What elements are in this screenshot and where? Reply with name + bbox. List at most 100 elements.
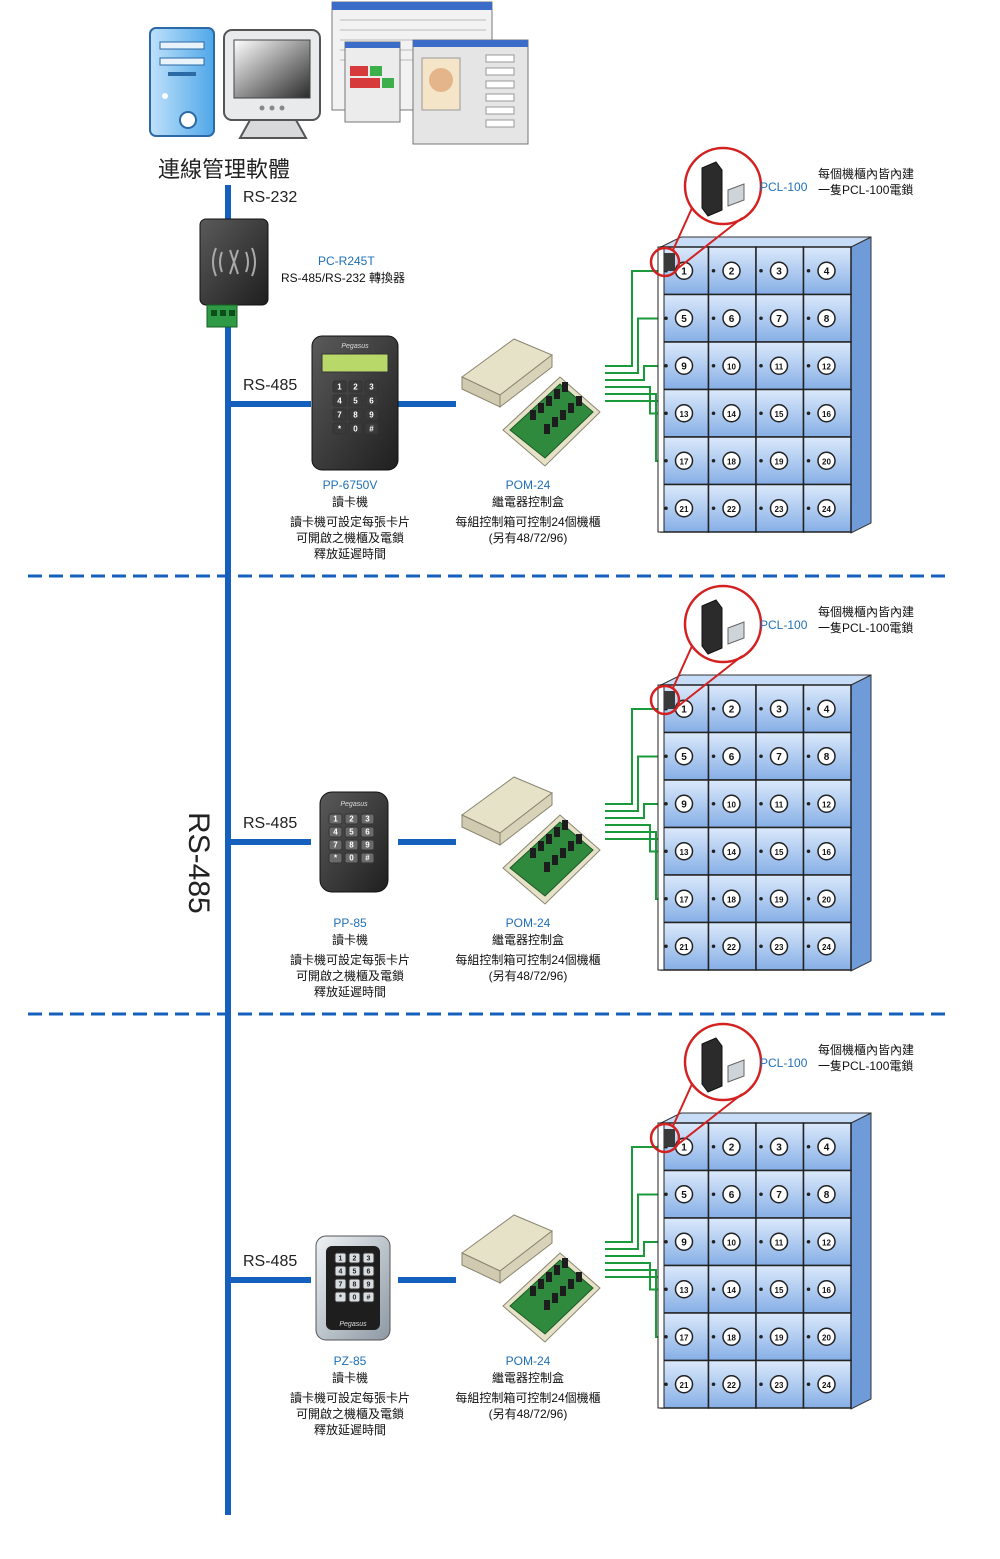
locker-number: 5 (681, 1190, 687, 1201)
keypad-key (332, 380, 347, 393)
locker-number: 15 (775, 848, 784, 857)
keypad-key-label: 0 (353, 1295, 357, 1302)
relay-control-box-icon (461, 1214, 601, 1343)
keypad-key-label: 6 (367, 1269, 371, 1276)
relay-type: 繼電器控制盒 (491, 495, 564, 509)
keypad-key-label: 7 (339, 1282, 343, 1289)
locker-number: 14 (727, 848, 736, 857)
locker-number: 9 (681, 361, 687, 372)
converter-model: PC-R245T (318, 254, 375, 268)
rs485-branch (231, 839, 311, 845)
relay-desc-line: 每組控制箱可控制24個機櫃 (455, 953, 601, 967)
lock-note-line: 一隻PCL-100電鎖 (818, 1059, 914, 1073)
locker-number: 23 (775, 943, 784, 952)
converter-desc: RS-485/RS-232 轉換器 (281, 271, 406, 285)
keypad-key-label: * (339, 1295, 342, 1302)
locker-number: 9 (681, 799, 687, 810)
lock-strike-icon (727, 1059, 745, 1083)
rs485-branch-label: RS-485 (243, 377, 298, 394)
locker-number: 8 (824, 1190, 830, 1201)
relay-to-locker-wires (605, 270, 661, 510)
keypad-key-label: 1 (337, 383, 342, 392)
keypad-key (348, 1252, 361, 1264)
keypad-key-label: 9 (369, 411, 374, 420)
keypad-key-label: 2 (349, 815, 354, 824)
locker-number: 14 (727, 1286, 736, 1295)
locker-number: 3 (776, 704, 782, 715)
reader-desc-line: 讀卡機可設定每張卡片 (289, 953, 410, 967)
relay-desc-line: (另有48/72/96) (488, 1407, 568, 1421)
relay-desc-line: (另有48/72/96) (488, 531, 568, 545)
keypad-key (362, 1252, 375, 1264)
relay-model: POM-24 (505, 916, 551, 930)
lock-note-line: 每個機櫃內皆內建 (818, 605, 915, 619)
relay-desc-line: 每組控制箱可控制24個機櫃 (455, 1391, 601, 1405)
keypad-key (360, 826, 375, 838)
computer-tower-icon (149, 27, 215, 137)
locker-number: 18 (727, 457, 736, 466)
pcl100-lock-callout (649, 1022, 763, 1154)
lock-body-icon (701, 161, 723, 217)
locker-number: 20 (822, 895, 831, 904)
rs232-label: RS-232 (243, 189, 298, 206)
reader-desc-line: 讀卡機可設定每張卡片 (289, 515, 410, 529)
locker-number: 10 (727, 800, 736, 809)
locker-number: 11 (775, 800, 784, 809)
keypad-key-label: 7 (333, 841, 338, 850)
locker-number: 16 (822, 410, 831, 419)
locker-number: 19 (775, 1333, 784, 1342)
locker-number: 11 (775, 362, 784, 371)
locker-number: 2 (729, 266, 735, 277)
locker-number: 6 (729, 752, 735, 763)
keypad-key (364, 380, 379, 393)
keypad-key (362, 1265, 375, 1277)
lock-note-line: 每個機櫃內皆內建 (818, 1043, 915, 1057)
keypad-key-label: # (369, 425, 374, 434)
locker-number: 17 (680, 1333, 689, 1342)
keypad-key (348, 380, 363, 393)
locker-number: 20 (822, 457, 831, 466)
lock-body-icon (701, 599, 723, 655)
keypad-key (364, 422, 379, 435)
relay-type: 繼電器控制盒 (491, 1371, 564, 1385)
locker-number: 19 (775, 895, 784, 904)
keypad-key (328, 813, 343, 825)
keypad-key (348, 408, 363, 421)
keypad-key-label: 5 (353, 1269, 357, 1276)
reader-desc-line: 可開啟之機櫃及電鎖 (295, 531, 404, 545)
reader-model: PP-85 (333, 916, 367, 930)
locker-number: 24 (822, 943, 831, 952)
locker-number: 24 (822, 505, 831, 514)
locker-number: 6 (729, 1190, 735, 1201)
keypad-key-label: 5 (349, 828, 354, 837)
software-screenshot-icon (331, 1, 529, 145)
rs485-branch (231, 401, 311, 407)
keypad-key-label: 6 (369, 397, 374, 406)
pcl100-lock-callout (649, 584, 763, 716)
keypad-key (344, 826, 359, 838)
reader-desc-line: 釋放延遲時間 (313, 547, 386, 561)
relay-model: POM-24 (505, 1354, 551, 1368)
keypad-key (348, 1278, 361, 1290)
keypad-key-label: 9 (367, 1282, 371, 1289)
locker-number: 7 (776, 314, 782, 325)
keypad-key (332, 394, 347, 407)
keypad-key (360, 839, 375, 851)
locker-number: 18 (727, 1333, 736, 1342)
keypad-key-label: 1 (339, 1256, 343, 1263)
locker-number: 21 (680, 943, 689, 952)
keypad-key-label: # (367, 1295, 371, 1302)
keypad-key (348, 394, 363, 407)
locker-number: 2 (729, 1142, 735, 1153)
rs485-main-label: RS-485 (182, 812, 215, 914)
keypad-key-label: 7 (337, 411, 342, 420)
brand-logo: Pegasus (341, 343, 369, 350)
keypad-key (334, 1291, 347, 1303)
keypad-key (334, 1265, 347, 1277)
